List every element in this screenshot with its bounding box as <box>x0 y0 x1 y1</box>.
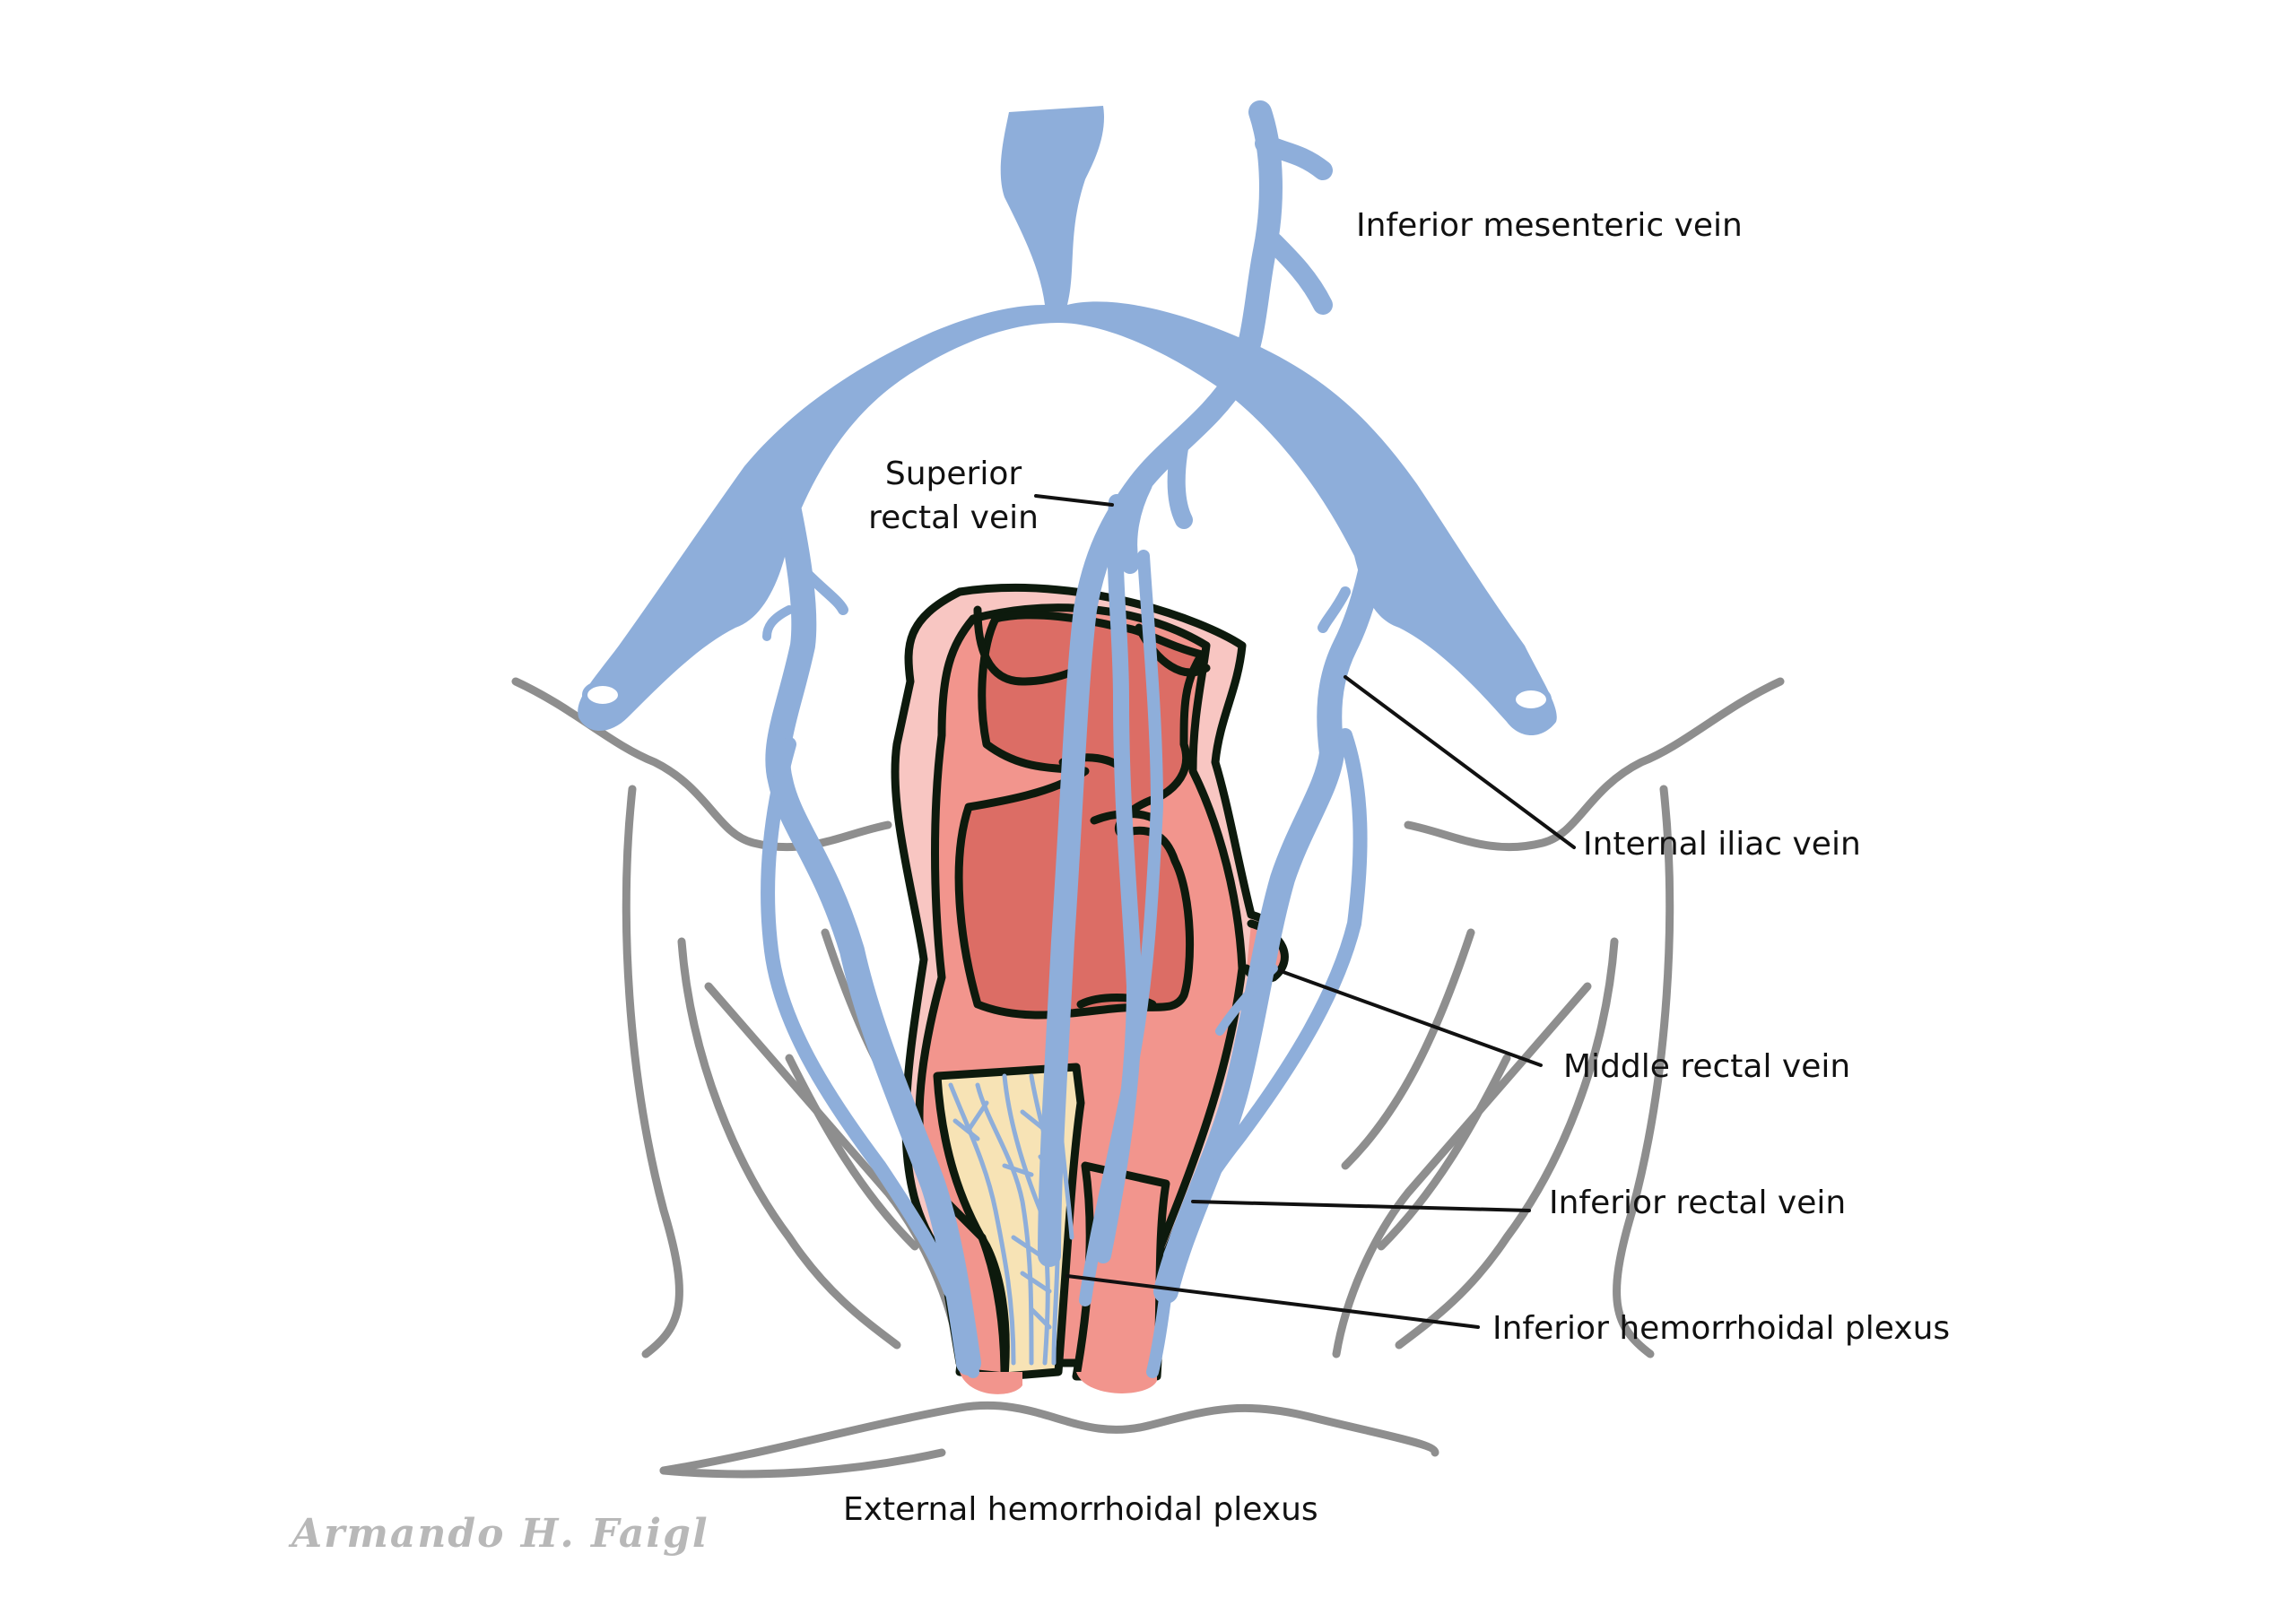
artist-signature: Armando H. Faigl <box>291 1511 709 1557</box>
label-inferior-mesenteric-vein: Inferior mesenteric vein <box>1356 207 1743 244</box>
venous-system <box>578 100 1557 1378</box>
leader-internal-iliac-vein <box>1344 675 1576 849</box>
leader-superior-rectal-vein <box>1034 494 1114 507</box>
label-internal-iliac-vein: Internal iliac vein <box>1583 826 1861 863</box>
label-inferior-rectal-vein: Inferior rectal vein <box>1549 1185 1847 1221</box>
leader-lines <box>1034 494 1576 1329</box>
iliac-trunk <box>578 106 1557 735</box>
label-middle-rectal-vein: Middle rectal vein <box>1563 1048 1851 1085</box>
leader-middle-rectal-vein <box>1279 969 1543 1067</box>
label-superior-rectal-vein-line2: rectal vein <box>868 499 1039 536</box>
leader-inferior-hemorrhoidal-plexus <box>1065 1274 1480 1329</box>
label-superior-rectal-vein-line1: Superior <box>884 456 1022 492</box>
label-external-hemorrhoidal-plexus: External hemorrhoidal plexus <box>843 1491 1318 1528</box>
leader-inferior-rectal-vein <box>1191 1200 1531 1212</box>
label-inferior-hemorrhoidal-plexus: Inferior hemorrhoidal plexus <box>1492 1310 1951 1347</box>
pelvic-outline <box>511 677 1785 1479</box>
label-superior-rectal-vein: Superior rectal vein <box>859 453 1048 540</box>
